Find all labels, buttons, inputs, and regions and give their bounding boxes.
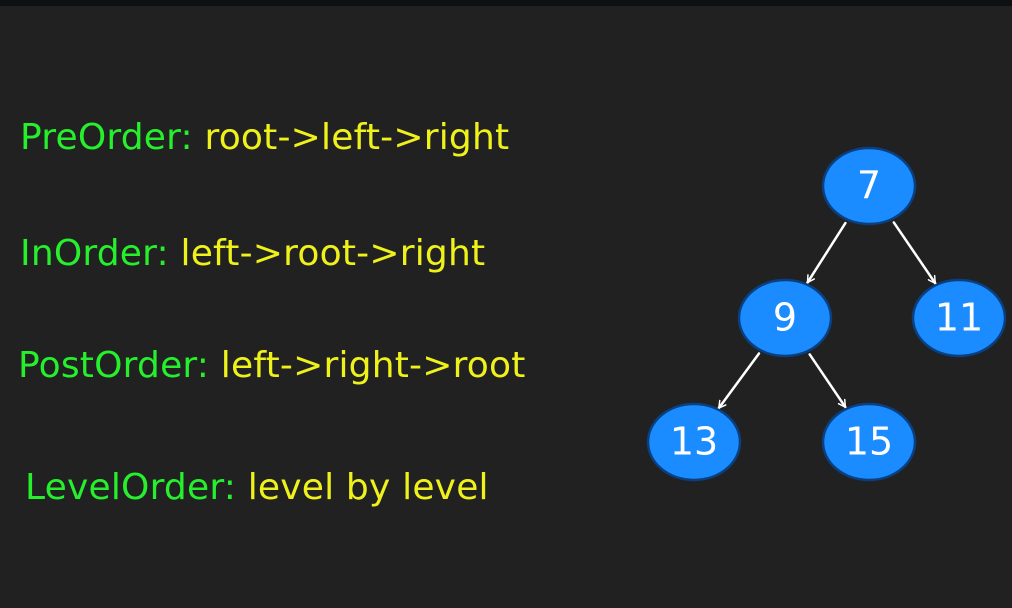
postorder-label: PostOrder:	[18, 345, 210, 386]
binary-tree-diagram: 7 9 11 13 15	[646, 146, 1007, 482]
tree-node-value: 7	[857, 164, 881, 208]
tree-nodes: 7 9 11 13 15	[646, 146, 1007, 482]
tree-node-circle	[646, 402, 742, 482]
tree-node-value: 9	[773, 296, 797, 340]
tree-edges	[717, 221, 937, 410]
levelorder-description: level by level	[247, 467, 489, 508]
edge-arrow-n7-n11	[892, 221, 937, 285]
tree-node-circle	[821, 146, 917, 226]
postorder-line: PostOrder: left->right->root	[18, 344, 526, 388]
tree-node-value: 13	[670, 420, 718, 464]
preorder-description: root->left->right	[204, 117, 510, 158]
inorder-line: InOrder: left->root->right	[20, 232, 485, 276]
tree-node-11: 11	[911, 278, 1007, 358]
preorder-line: PreOrder: root->left->right	[20, 116, 509, 160]
inorder-label: InOrder:	[20, 233, 169, 274]
tree-node-value: 15	[845, 420, 893, 464]
tree-node-value: 11	[935, 296, 983, 340]
edge-arrow-n9-n15	[808, 353, 847, 409]
edge-arrow-n7-n9	[806, 221, 847, 284]
tree-node-circle	[737, 278, 833, 358]
tree-node-9: 9	[737, 278, 833, 358]
tree-node-circle	[821, 402, 917, 482]
edge-arrow-n9-n13	[717, 352, 761, 410]
tree-node-13: 13	[646, 402, 742, 482]
tree-node-15: 15	[821, 402, 917, 482]
tree-node-circle	[911, 278, 1007, 358]
levelorder-label: LevelOrder:	[25, 467, 237, 508]
postorder-description: left->right->root	[220, 345, 526, 386]
preorder-label: PreOrder:	[20, 117, 193, 158]
tree-node-7: 7	[821, 146, 917, 226]
inorder-description: left->root->right	[180, 233, 486, 274]
levelorder-line: LevelOrder: level by level	[25, 466, 489, 510]
